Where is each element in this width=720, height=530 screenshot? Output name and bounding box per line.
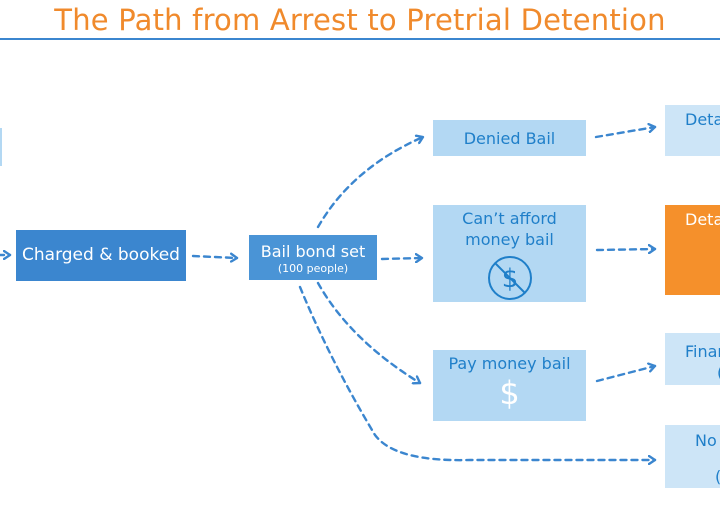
detained-cant-afford-label: Deta xyxy=(685,210,720,229)
arrow-bail-to-no xyxy=(298,285,657,460)
arrow-pay-to-financial xyxy=(595,366,657,383)
pay-money-bail-label: Pay money bail xyxy=(448,354,571,373)
arrow-bail-to-pay xyxy=(316,281,422,383)
financial-sub: ( xyxy=(685,362,720,383)
bail-bond-set-count: (100 people) xyxy=(277,261,349,275)
arrow-bail-to-cant-afford xyxy=(380,258,424,259)
detained-cant-afford-box: Deta ( xyxy=(665,205,720,295)
no-label: No xyxy=(695,431,717,450)
detained-denied-box: Deta xyxy=(665,105,720,156)
cant-afford-box: Can’t afford money bail $ xyxy=(433,205,586,302)
arrow-charged-to-bail xyxy=(191,256,239,258)
bail-bond-set-box: Bail bond set (100 people) xyxy=(249,235,377,280)
no-dollar-icon: $ xyxy=(486,254,534,302)
no-sub: ( xyxy=(695,466,720,487)
denied-bail-label: Denied Bail xyxy=(463,128,556,148)
financial-box: Finan ( xyxy=(665,333,720,385)
charged-booked-box: Charged & booked xyxy=(16,230,186,281)
bail-bond-set-label: Bail bond set xyxy=(260,241,366,261)
cant-afford-label-line2: money bail xyxy=(465,230,554,249)
cant-afford-label-line1: Can’t afford xyxy=(462,209,557,228)
page-title: The Path from Arrest to Pretrial Detenti… xyxy=(54,3,666,37)
detained-denied-label: Deta xyxy=(685,110,720,129)
pay-money-bail-box: Pay money bail $ xyxy=(433,350,586,421)
no-box: No ( xyxy=(665,425,720,488)
charged-booked-label: Charged & booked xyxy=(22,245,180,265)
title-divider xyxy=(0,38,720,40)
dollar-icon: $ xyxy=(499,374,520,412)
arrow-cant-afford-to-detained xyxy=(595,249,657,250)
arrow-denied-to-detained xyxy=(594,127,657,139)
denied-bail-box: Denied Bail xyxy=(433,120,586,156)
financial-label: Finan xyxy=(685,342,720,361)
arrow-bail-to-denied xyxy=(316,137,425,229)
offscreen-left-box xyxy=(0,128,2,166)
